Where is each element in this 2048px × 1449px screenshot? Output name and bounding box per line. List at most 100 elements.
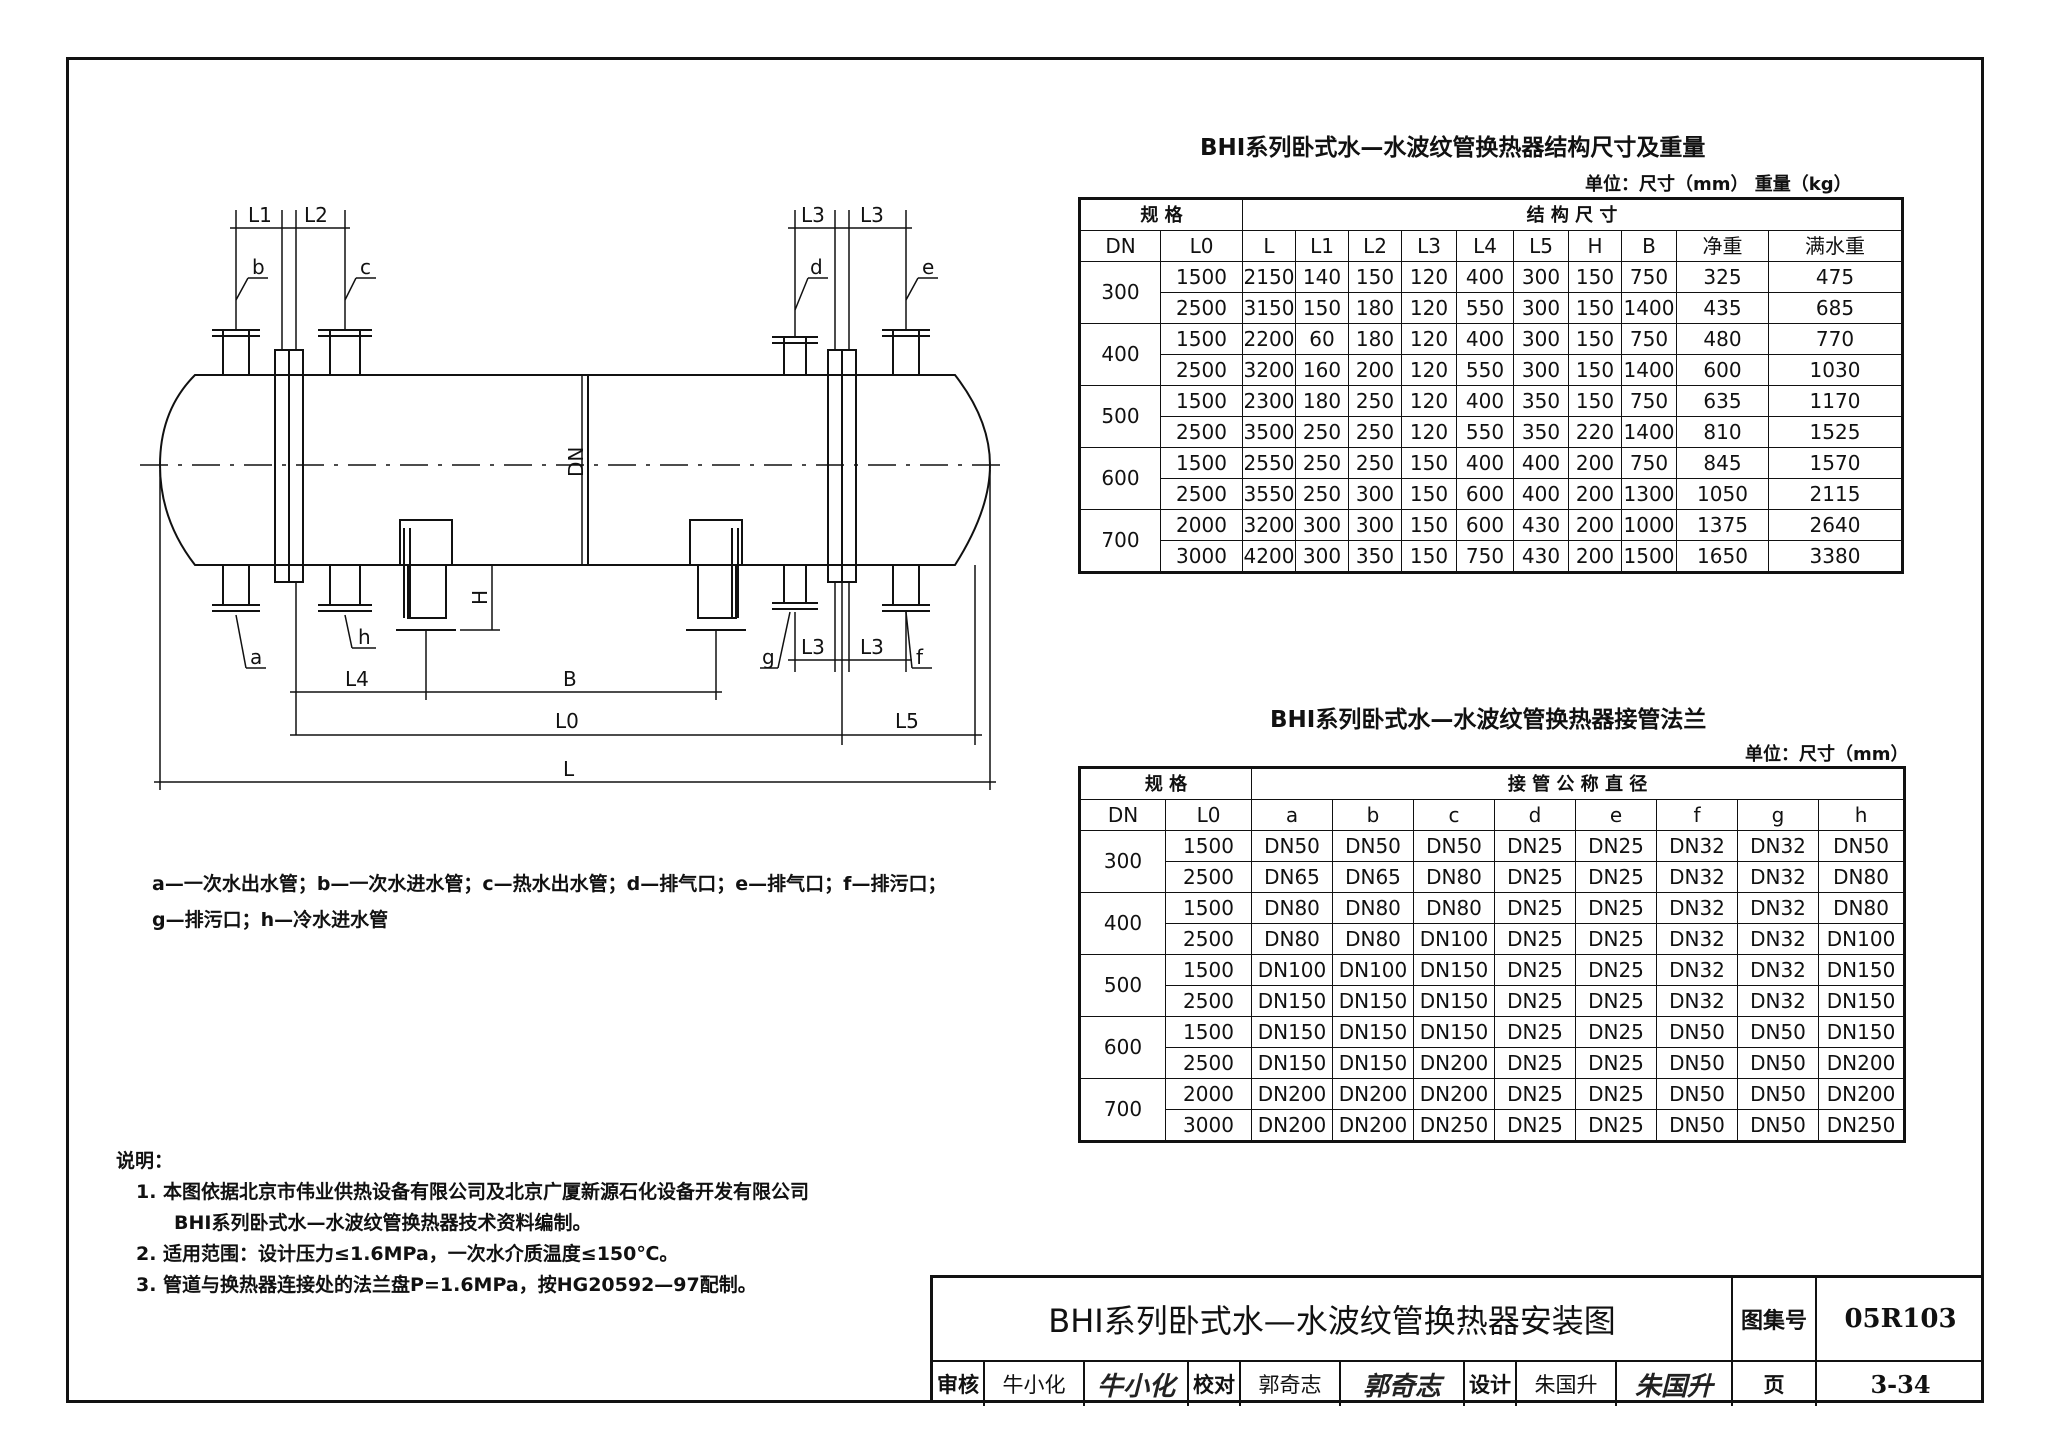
table2-cell: DN80 [1251,923,1333,955]
table1-cell: 600 [1456,509,1514,541]
table1-col-header: L2 [1348,230,1402,262]
table1-cell: 845 [1676,447,1769,479]
table2-cell: DN50 [1656,1047,1738,1079]
table1-cell: 1000 [1621,509,1677,541]
table1-group-struct: 结 构 尺 寸 [1242,198,1903,231]
design-label: 设计 [1465,1362,1517,1406]
nozzle-a [212,564,260,612]
table1-cell: 250 [1295,447,1349,479]
table1-cell: 150 [1568,261,1622,293]
table2-cell: DN200 [1332,1078,1414,1110]
table2-cell: DN150 [1332,1016,1414,1048]
table1-group-spec: 规 格 [1079,198,1243,231]
table2-cell: DN25 [1494,830,1576,862]
nozzle-label-b: b [252,255,265,279]
table2-cell: DN200 [1413,1078,1495,1110]
table1-cell: 300 [1513,261,1569,293]
table2-cell: DN25 [1575,1047,1657,1079]
table1-cell: 150 [1401,447,1457,479]
table2-cell: DN32 [1737,830,1819,862]
table1-cell: 1650 [1676,540,1769,573]
table1-cell: 300 [1348,509,1402,541]
table1-col-header: L3 [1401,230,1457,262]
table2-cell: DN32 [1737,861,1819,893]
left-saddle [396,519,456,631]
table1-cell: 750 [1621,261,1677,293]
table2-cell: DN80 [1413,892,1495,924]
table2-cell: 1500 [1165,954,1252,986]
table1-cell: 350 [1513,385,1569,417]
table2-cell: DN150 [1413,954,1495,986]
table1-cell: 120 [1401,416,1457,448]
table1-cell: 200 [1568,478,1622,510]
table1-cell: 180 [1295,385,1349,417]
table1-cell: 2500 [1160,478,1243,510]
table1-cell: 150 [1348,261,1402,293]
table1-cell: 750 [1621,385,1677,417]
table1-cell: 2000 [1160,509,1243,541]
note-1-cont: BHI系列卧式水—水波纹管换热器技术资料编制。 [174,1212,592,1234]
page-label: 页 [1733,1362,1817,1406]
checker-name: 郭奇志 [1241,1362,1341,1406]
right-flange-inner [841,349,857,583]
table1-cell: 180 [1348,323,1402,355]
checker-signature: 郭奇志 [1341,1362,1465,1406]
table2-cell: DN100 [1251,954,1333,986]
table1-cell: 200 [1568,447,1622,479]
table1-cell: 400 [1513,478,1569,510]
table2-cell: 1500 [1165,1016,1252,1048]
table1-cell: 160 [1295,354,1349,386]
nozzle-h [318,564,372,612]
table2-cell: 2500 [1165,861,1252,893]
table1-cell: 2500 [1160,354,1243,386]
table2-cell: DN50 [1737,1016,1819,1048]
table2-cell: DN150 [1332,1047,1414,1079]
table1-cell: 220 [1568,416,1622,448]
table2-cell: DN80 [1332,892,1414,924]
table1-cell: 3200 [1242,354,1296,386]
table1-cell: 1500 [1160,261,1243,293]
table2-cell: DN200 [1251,1109,1333,1142]
table2-cell: DN150 [1332,985,1414,1017]
table2-cell: DN150 [1251,985,1333,1017]
table2-cell: DN25 [1575,1109,1657,1142]
table1-cell: 2150 [1242,261,1296,293]
table1-cell: 200 [1568,509,1622,541]
table1-cell: 250 [1295,416,1349,448]
table2-cell: DN50 [1656,1016,1738,1048]
dim-label-l: L [563,757,575,781]
table2-cell: DN50 [1817,830,1906,862]
nozzle-e [882,329,930,376]
table1-cell: 1570 [1768,447,1903,479]
table1-cell: 3200 [1242,509,1296,541]
table2-group-spec: 规 格 [1079,767,1252,800]
table1-col-header: L4 [1456,230,1514,262]
table2-dn-cell: 400 [1079,892,1166,955]
table1-cell: 1400 [1621,292,1677,324]
review-label: 审核 [933,1362,985,1406]
nozzle-label-f: f [916,645,924,669]
table2-cell: DN150 [1413,985,1495,1017]
nozzle-label-d: d [810,255,823,279]
table2-cell: DN25 [1494,892,1576,924]
table2-cell: DN150 [1817,954,1906,986]
table1-cell: 550 [1456,416,1514,448]
table2-cell: 2000 [1165,1078,1252,1110]
table1-cell: 3380 [1768,540,1903,573]
table2-cell: 2500 [1165,1047,1252,1079]
drawing-frame [66,57,1984,1403]
table1-cell: 1500 [1160,385,1243,417]
table2-cell: DN150 [1251,1047,1333,1079]
nozzle-label-h: h [358,625,371,649]
table1-cell: 770 [1768,323,1903,355]
right-flange [827,349,843,583]
